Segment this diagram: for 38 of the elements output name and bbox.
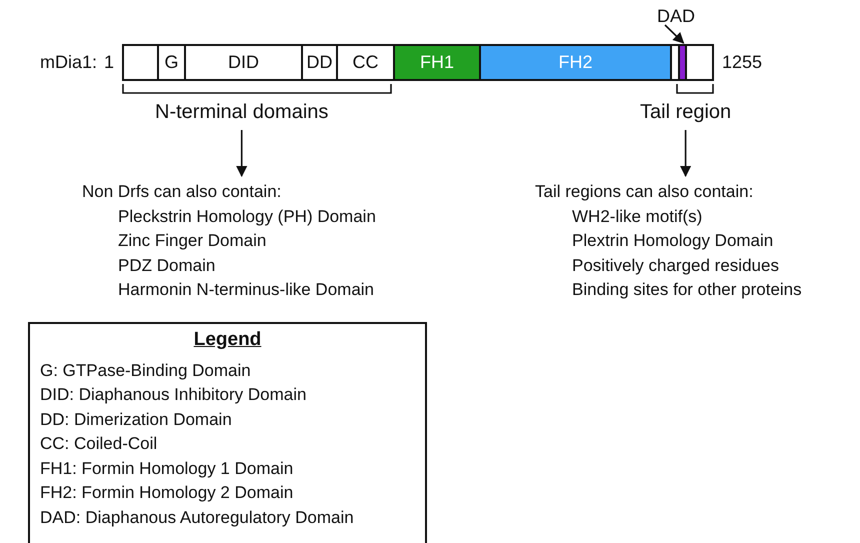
legend-box bbox=[28, 322, 427, 543]
domain-segment: FH2 bbox=[481, 44, 672, 81]
list-heading: Tail regions can also contain: bbox=[535, 181, 754, 203]
list-item: Positively charged residues bbox=[572, 254, 780, 276]
domain-segment bbox=[687, 44, 714, 81]
list-item: Binding sites for other proteins bbox=[572, 279, 802, 301]
domain-segment bbox=[680, 44, 687, 81]
domain-segment: DID bbox=[186, 44, 303, 81]
list-item: Plextrin Homology Domain bbox=[572, 230, 774, 252]
legend-title: Legend bbox=[194, 328, 262, 352]
arrow bbox=[236, 130, 248, 178]
leader-arrow bbox=[664, 24, 684, 44]
domain-segment: CC bbox=[338, 44, 395, 81]
list-heading: Non Drfs can also contain: bbox=[82, 181, 282, 203]
legend-entry: DAD: Diaphanous Autoregulatory Domain bbox=[40, 506, 355, 528]
legend-entry: FH2: Formin Homology 2 Domain bbox=[40, 482, 294, 504]
arrow bbox=[680, 130, 692, 178]
list-item: PDZ Domain bbox=[118, 254, 216, 276]
region-label: N-terminal domains bbox=[155, 101, 328, 124]
legend-entry: G: GTPase-Binding Domain bbox=[40, 360, 252, 382]
list-item: Harmonin N-terminus-like Domain bbox=[118, 279, 376, 301]
callout-label: DAD bbox=[657, 6, 696, 27]
list-item: Zinc Finger Domain bbox=[118, 230, 268, 252]
position-number: 1255 bbox=[722, 52, 762, 73]
domain-segment: FH1 bbox=[395, 44, 481, 81]
list-item: WH2-like motif(s) bbox=[572, 206, 704, 228]
domain-segment bbox=[672, 44, 680, 81]
legend-entry: DID: Diaphanous Inhibitory Domain bbox=[40, 384, 308, 406]
legend-entry: DD: Dimerization Domain bbox=[40, 408, 233, 430]
domain-segment: G bbox=[159, 44, 186, 81]
position-number: 1 bbox=[104, 52, 114, 73]
legend-entry: CC: Coiled-Coil bbox=[40, 433, 158, 455]
sequence-label: mDia1: bbox=[40, 52, 98, 73]
legend-entry: FH1: Formin Homology 1 Domain bbox=[40, 458, 294, 480]
domain-segment: DD bbox=[303, 44, 338, 81]
list-item: Pleckstrin Homology (PH) Domain bbox=[118, 206, 376, 228]
region-label: Tail region bbox=[640, 101, 732, 124]
domain-segment bbox=[122, 44, 159, 81]
